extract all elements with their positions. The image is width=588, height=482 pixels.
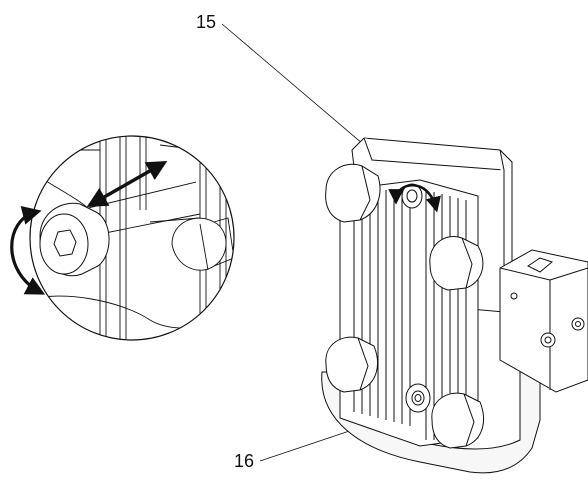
detail-screw-head <box>39 202 110 277</box>
callout-label-16: 16 <box>234 451 254 471</box>
small-curved-double-arrow-icon <box>388 183 441 213</box>
straight-double-arrow-icon <box>86 160 168 208</box>
curved-double-arrow-icon <box>10 205 46 295</box>
clamp-assembly <box>321 137 588 474</box>
callout-label-15: 15 <box>196 12 216 32</box>
detail-magnifier <box>29 135 235 341</box>
